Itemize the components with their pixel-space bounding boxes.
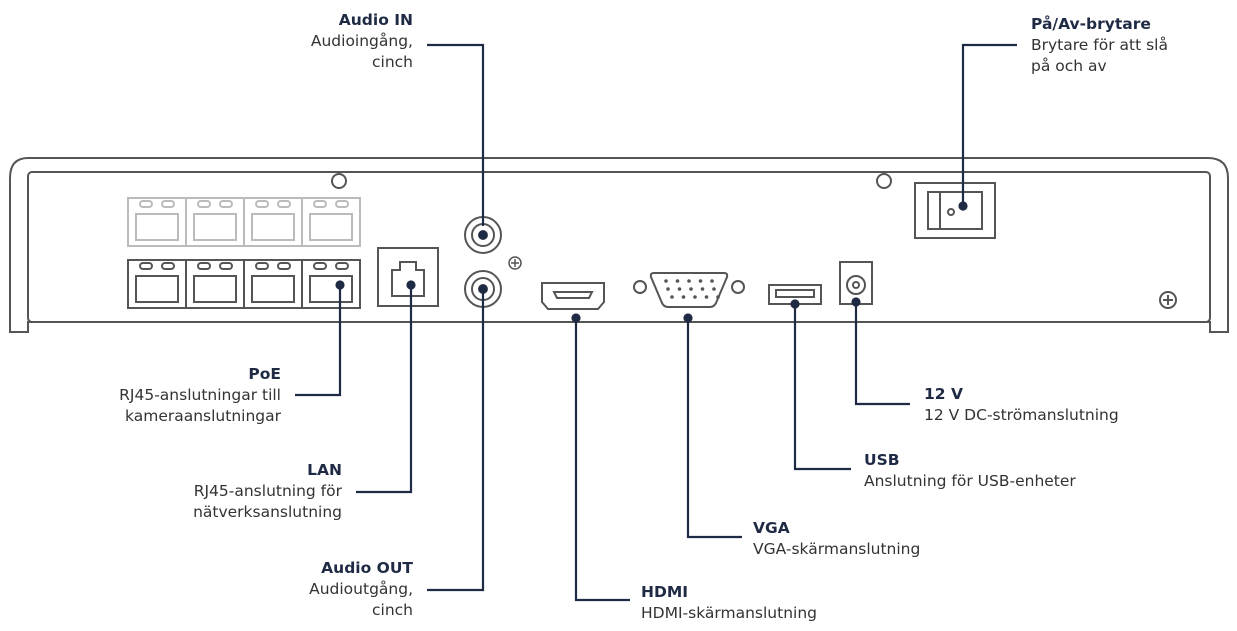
label-hdmi: HDMI HDMI-skärmanslutning — [641, 582, 817, 624]
label-lan: LAN RJ45-anslutning för nätverksanslutni… — [193, 460, 342, 523]
label-audio-in-title: Audio IN — [338, 11, 413, 29]
vga-pin — [693, 295, 697, 299]
rj45-port — [243, 197, 303, 247]
leader-power — [958, 43, 1017, 211]
label-audio-in-desc-1: Audioingång, — [310, 32, 413, 50]
label-power-title: På/Av-brytare — [1031, 15, 1151, 33]
vga-pin — [664, 279, 668, 283]
label-dc-title: 12 V — [924, 385, 963, 403]
label-hdmi-title: HDMI — [641, 583, 689, 601]
leader-dc — [851, 297, 910, 406]
label-audio-in: Audio IN Audioingång, cinch — [311, 10, 413, 73]
label-vga: VGA VGA-skärmanslutning — [753, 518, 920, 560]
label-audio-out-desc-1: Audioutgång, — [309, 580, 413, 598]
label-dc: 12 V 12 V DC-strömanslutning — [924, 384, 1119, 426]
label-poe: PoE RJ45-anslutningar till kameraanslutn… — [119, 364, 281, 427]
leader-vga — [683, 313, 742, 539]
hdmi-port — [541, 282, 605, 310]
rj45-port — [127, 197, 187, 247]
label-audio-out-desc-2: cinch — [372, 601, 413, 619]
rj45-port — [127, 259, 187, 309]
rj45-port — [301, 259, 361, 309]
vga-pin — [670, 295, 674, 299]
poe-ports-lower-row — [127, 259, 361, 309]
vga-pin — [681, 295, 686, 299]
screw-right — [1159, 291, 1177, 309]
poe-ports-upper-row — [127, 197, 361, 247]
mounting-hole-left — [331, 173, 347, 189]
ground-screw — [508, 256, 522, 270]
label-usb-title: USB — [864, 451, 900, 469]
vga-pin — [698, 279, 703, 283]
vga-pin — [666, 287, 670, 291]
leader-audio-out — [427, 284, 488, 592]
label-usb: USB Anslutning för USB-enheter — [864, 450, 1076, 492]
device-chassis — [9, 157, 1229, 333]
vga-pin — [689, 287, 693, 291]
label-lan-desc-2: nätverksanslutning — [193, 503, 342, 521]
label-audio-out: Audio OUT Audioutgång, cinch — [309, 558, 413, 621]
lan-port — [377, 247, 439, 307]
leader-poe — [295, 280, 345, 397]
label-power-desc-2: på och av — [1031, 57, 1107, 75]
label-vga-title: VGA — [753, 519, 790, 537]
label-dc-desc-1: 12 V DC-strömanslutning — [924, 406, 1119, 424]
label-hdmi-desc-1: HDMI-skärmanslutning — [641, 604, 818, 622]
label-audio-out-title: Audio OUT — [321, 559, 413, 577]
label-vga-desc-1: VGA-skärmanslutning — [753, 540, 921, 558]
power-switch — [914, 182, 996, 239]
label-poe-desc-2: kameraanslutningar — [125, 407, 281, 425]
vga-pins — [664, 279, 720, 299]
vga-pin — [687, 279, 691, 283]
rj45-port — [185, 197, 245, 247]
label-power-desc-1: Brytare för att slå — [1031, 36, 1168, 54]
rj45-port — [185, 259, 245, 309]
label-usb-desc-1: Anslutning för USB-enheter — [864, 472, 1076, 490]
label-power-switch: På/Av-brytare Brytare för att slå på och… — [1031, 14, 1168, 77]
label-poe-title: PoE — [248, 365, 281, 383]
vga-pin — [675, 279, 680, 283]
vga-pin — [704, 295, 709, 299]
label-lan-desc-1: RJ45-anslutning för — [193, 482, 342, 500]
leader-lines — [295, 43, 1017, 602]
rj45-port — [301, 197, 361, 247]
rj45-port — [243, 259, 303, 309]
label-lan-title: LAN — [307, 461, 342, 479]
mounting-hole-right — [876, 173, 892, 189]
leader-hdmi — [571, 313, 630, 602]
vga-pin — [700, 287, 705, 291]
leader-audio-in — [427, 43, 488, 240]
label-poe-desc-1: RJ45-anslutningar till — [119, 386, 281, 404]
leader-usb — [790, 299, 851, 471]
vga-pin — [712, 287, 716, 291]
vga-pin — [716, 295, 720, 299]
vga-port — [633, 272, 745, 308]
leader-lan — [356, 280, 416, 494]
vga-pin — [710, 279, 714, 283]
vga-pin — [677, 287, 682, 291]
label-audio-in-desc-2: cinch — [372, 53, 413, 71]
